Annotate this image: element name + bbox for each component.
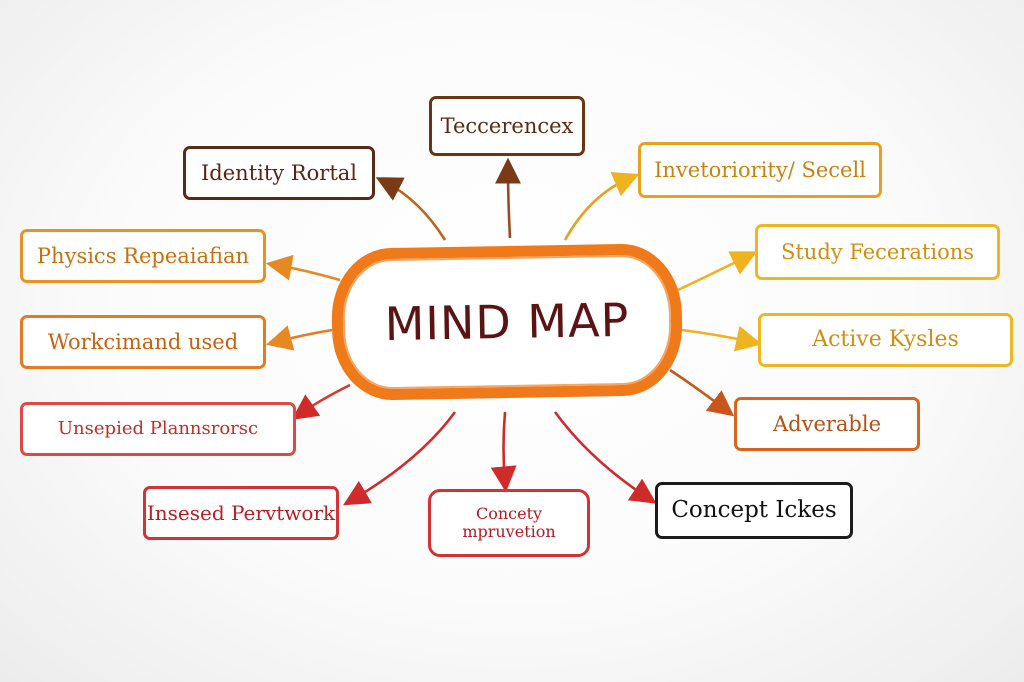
node-label: Identity Rortal (201, 160, 357, 185)
node-label: Study Fecerations (780, 239, 975, 264)
central-topic-node[interactable]: MIND MAP (330, 242, 684, 402)
node-unsepied-plannsrorsc[interactable]: Unsepied Plannsrorsc (20, 402, 296, 456)
node-label-group: Concety mpruvetion (462, 503, 556, 542)
node-label: Active Kysles (812, 327, 959, 353)
node-invetoriority-secell[interactable]: Invetoriority/ Secell (638, 142, 882, 198)
node-label: Workcimand used (47, 329, 239, 354)
node-identity-rortal[interactable]: Identity Rortal (183, 146, 375, 200)
node-teccerencex[interactable]: Teccerencex (429, 96, 585, 156)
link-concept-ickes (553, 411, 657, 504)
link-invetoriority (563, 172, 640, 241)
node-concept-ickes[interactable]: Concept Ickes (655, 482, 853, 539)
node-workcimand-used[interactable]: Workcimand used (20, 315, 266, 369)
link-unsepied (291, 383, 351, 420)
node-label: Invetoriority/ Secell (654, 157, 866, 182)
link-workcimand (265, 325, 333, 351)
node-study-fecerations[interactable]: Study Fecerations (755, 224, 1000, 280)
central-topic-label: MIND MAP (384, 292, 630, 352)
node-label: Teccerencex (440, 113, 574, 138)
link-identity (375, 177, 447, 241)
link-concety (490, 411, 517, 493)
node-concety-mpruvetion[interactable]: Concety mpruvetion (428, 489, 590, 557)
node-label: Unsepied Plannsrorsc (57, 417, 259, 439)
node-active-kysles[interactable]: Active Kysles (758, 313, 1013, 367)
node-physics-repeaiafian[interactable]: Physics Repeaiafian (20, 229, 266, 283)
node-insesed-pervtwork[interactable]: Insesed Pervtwork (143, 486, 339, 540)
node-label: Physics Repeaiafian (36, 243, 250, 268)
node-label: Concept Ickes (671, 497, 837, 524)
link-active (681, 325, 763, 352)
link-physics (265, 254, 341, 282)
node-label: Adverable (772, 411, 882, 436)
link-adverable (669, 368, 735, 417)
node-label-line2: mpruvetion (462, 522, 556, 541)
node-label: Insesed Pervtwork (146, 500, 336, 525)
link-tecc (495, 157, 522, 239)
node-adverable[interactable]: Adverable (734, 397, 920, 451)
node-label-line1: Concety (475, 503, 543, 523)
link-insesed (343, 411, 457, 506)
link-study (677, 251, 758, 292)
